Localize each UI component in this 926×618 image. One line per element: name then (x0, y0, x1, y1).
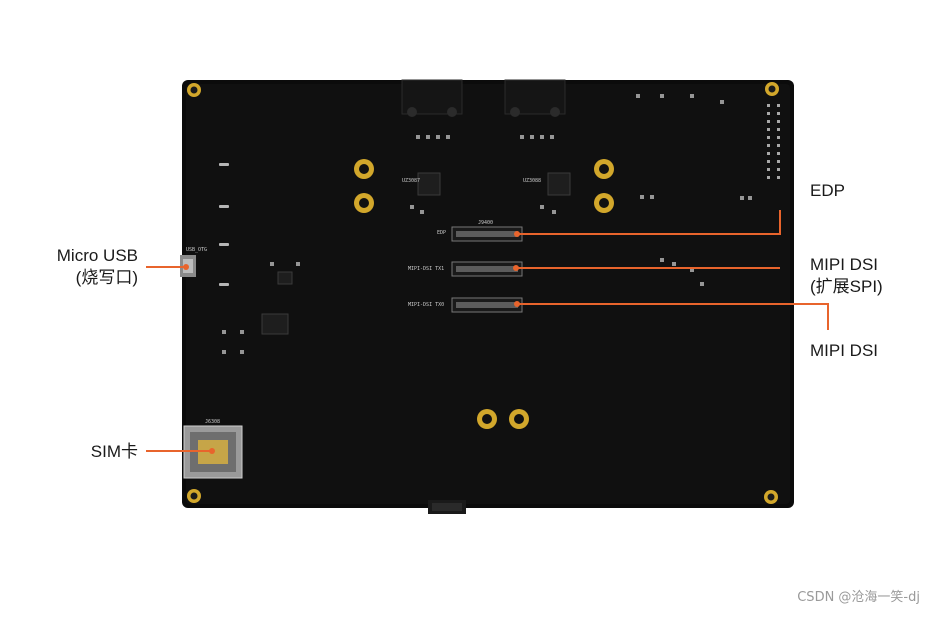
label-micro-usb-line2: (烧写口) (75, 268, 138, 287)
label-sim-text: SIM卡 (90, 442, 138, 461)
silk-mipi-tx0: MIPI-DSI TX0 (408, 302, 444, 308)
label-micro-usb-line1: Micro USB (56, 246, 138, 265)
callout-dot-edp (514, 231, 520, 237)
mounting-holes (187, 82, 779, 504)
label-micro-usb: Micro USB (烧写口) (57, 245, 138, 289)
callout-dot-sim (209, 448, 215, 454)
silk-j6308: J6308 (205, 419, 220, 425)
silk-j9400: J9400 (478, 220, 493, 226)
edp-connector (451, 226, 523, 242)
smd-components (222, 94, 752, 354)
left-edge-slots (219, 163, 229, 286)
chips (261, 172, 571, 335)
callout-dot-mipi-dsi-1 (513, 265, 519, 271)
label-sim: SIM卡 (91, 441, 138, 463)
silk-edp: EDP (437, 230, 446, 236)
callout-dot-mipi-dsi-2 (514, 301, 520, 307)
silk-mipi-tx1: MIPI-DSI TX1 (408, 266, 444, 272)
callout-line-mipi-dsi-2 (517, 303, 829, 330)
silk-usb-otg: USB_OTG (186, 247, 207, 253)
label-edp: EDP (810, 180, 845, 202)
label-mipi-dsi-1-line2: (扩展SPI) (810, 277, 883, 296)
label-mipi-dsi-2-text: MIPI DSI (810, 341, 879, 360)
label-mipi-dsi-1-line1: MIPI DSI (810, 255, 879, 274)
callout-line-edp (517, 210, 781, 235)
watermark: CSDN @沧海一笑-dj (797, 590, 920, 605)
mipi-dsi-tx1-connector (451, 261, 523, 277)
label-mipi-dsi-1: MIPI DSI (扩展SPI) (810, 254, 883, 298)
gold-standoffs (354, 159, 614, 429)
label-edp-text: EDP (810, 181, 845, 200)
right-header-pins (767, 104, 780, 179)
silk-chip1: UZ3087 (402, 178, 420, 184)
callout-dot-micro-usb (183, 264, 189, 270)
mipi-dsi-tx0-connector (451, 297, 523, 313)
label-mipi-dsi-2: MIPI DSI (810, 340, 878, 362)
silk-chip2: UZ3088 (523, 178, 541, 184)
